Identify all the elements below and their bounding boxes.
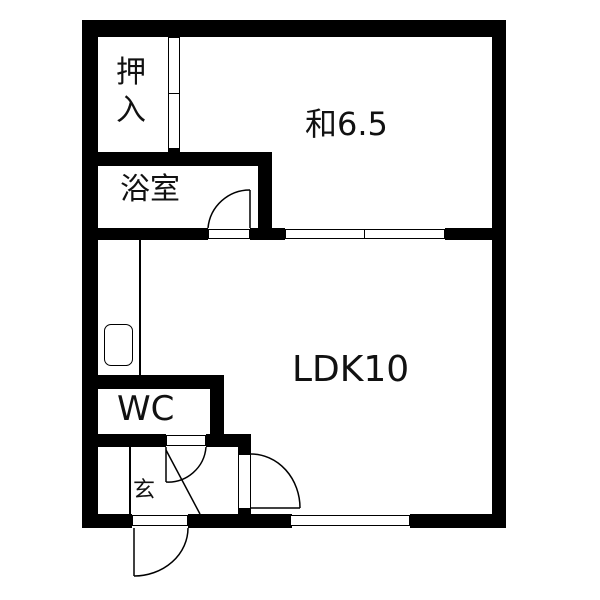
wall-wc-top [98, 375, 224, 389]
room-label-closet-2: 入 [116, 93, 146, 128]
wall-bath-right [258, 152, 272, 240]
outer-wall-bottom-mid [188, 514, 292, 528]
wall-entrance-right-bottom [238, 508, 251, 516]
outer-wall-top [82, 20, 505, 37]
bath-door[interactable] [207, 189, 251, 229]
room-label-bath: 浴室 [120, 172, 180, 207]
outer-wall-bottom-right [410, 514, 506, 528]
bath-door-threshold [208, 229, 250, 239]
wall-bath-bottom-right [250, 228, 285, 240]
kitchen-counter-edge [139, 240, 141, 378]
outer-wall-bottom-left [82, 514, 132, 528]
wall-wc-bottom-left [98, 434, 166, 447]
wc-door-threshold [166, 435, 206, 446]
outer-wall-left [82, 20, 98, 528]
wall-washitsu-bottom-right [445, 228, 495, 240]
window-ldk-bottom [290, 515, 410, 526]
outer-wall-right [492, 20, 506, 528]
room-label-closet-1: 押 [116, 55, 146, 90]
genkan-step-line [129, 447, 131, 514]
wall-wc-right [210, 375, 224, 447]
kitchen-sink [104, 324, 133, 366]
room-label-wc: WC [117, 389, 175, 429]
closet-partition-base [168, 148, 180, 153]
ldk-door[interactable] [250, 453, 301, 509]
room-label-ldk: LDK10 [292, 349, 410, 390]
room-label-washitsu: 和6.5 [305, 105, 388, 143]
washitsu-sliding-door-right[interactable] [364, 229, 445, 239]
wc-door[interactable] [165, 446, 207, 515]
entrance-door-threshold [132, 515, 188, 526]
wall-entrance-right-top [238, 434, 251, 455]
wall-closet-bath [98, 152, 272, 166]
entrance-door[interactable] [133, 527, 189, 577]
room-label-entrance: 玄 [133, 478, 156, 503]
wall-bath-bottom-left [98, 228, 208, 240]
